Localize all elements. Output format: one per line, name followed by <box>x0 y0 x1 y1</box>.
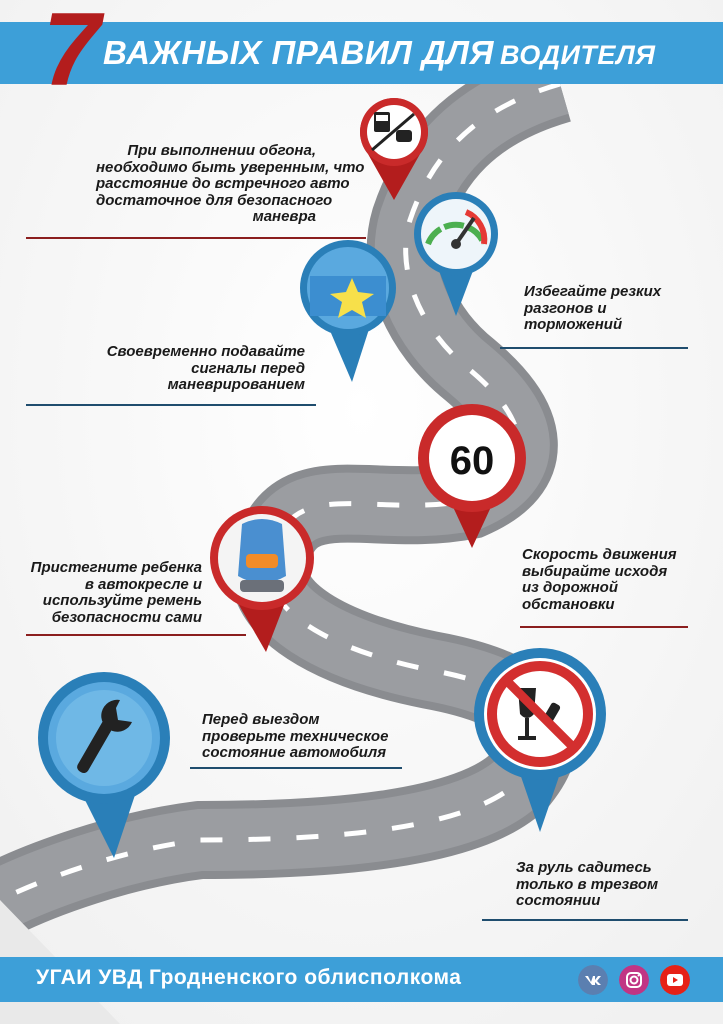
rule-signals-leader <box>26 404 316 406</box>
vk-icon[interactable] <box>578 965 608 995</box>
rule-sober-caption: За руль садитесь только в трезвом состоя… <box>516 859 659 909</box>
turn-signal-icon <box>300 240 396 382</box>
instagram-icon[interactable] <box>619 965 649 995</box>
header-title-tail: ВОДИТЕЛЯ <box>499 40 656 70</box>
header-number: 7 <box>42 0 101 108</box>
header-band <box>0 22 723 84</box>
child-seat-icon <box>210 506 314 652</box>
footer-organization: УГАИ УВД Гродненского облисполкома <box>36 966 462 989</box>
rule-child-caption: Пристегните ребенка в автокресле и испол… <box>30 559 202 626</box>
header-title-main: ВАЖНЫХ ПРАВИЛ ДЛЯ <box>103 34 494 71</box>
rule-overtake-caption: При выполнении обгона, необходимо быть у… <box>96 142 365 225</box>
rule-tech-caption: Перед выездом проверьте техническое сост… <box>202 711 389 761</box>
rule-sober-leader <box>482 919 688 921</box>
rule-speed-leader <box>520 626 688 628</box>
rule-child-leader <box>26 634 246 636</box>
rule-speed-caption: Скорость движения выбирайте исходя из до… <box>522 546 677 613</box>
wrench-icon <box>38 672 170 858</box>
rule-overtake-leader <box>26 237 366 239</box>
no-drink-driving-icon <box>474 648 606 832</box>
rule-signals-caption: Своевременно подавайте сигналы перед ман… <box>106 343 305 393</box>
youtube-icon[interactable] <box>660 965 690 995</box>
rule-tech-leader <box>190 767 402 769</box>
rule-smooth-caption: Избегайте резких разгонов и торможений <box>524 283 662 333</box>
speed-limit-sign-icon: 60 <box>418 404 526 548</box>
overtaking-sign-icon <box>360 98 428 200</box>
speedometer-icon <box>414 192 498 316</box>
speed-limit-value: 60 <box>450 439 495 483</box>
rule-smooth-leader <box>500 347 688 349</box>
